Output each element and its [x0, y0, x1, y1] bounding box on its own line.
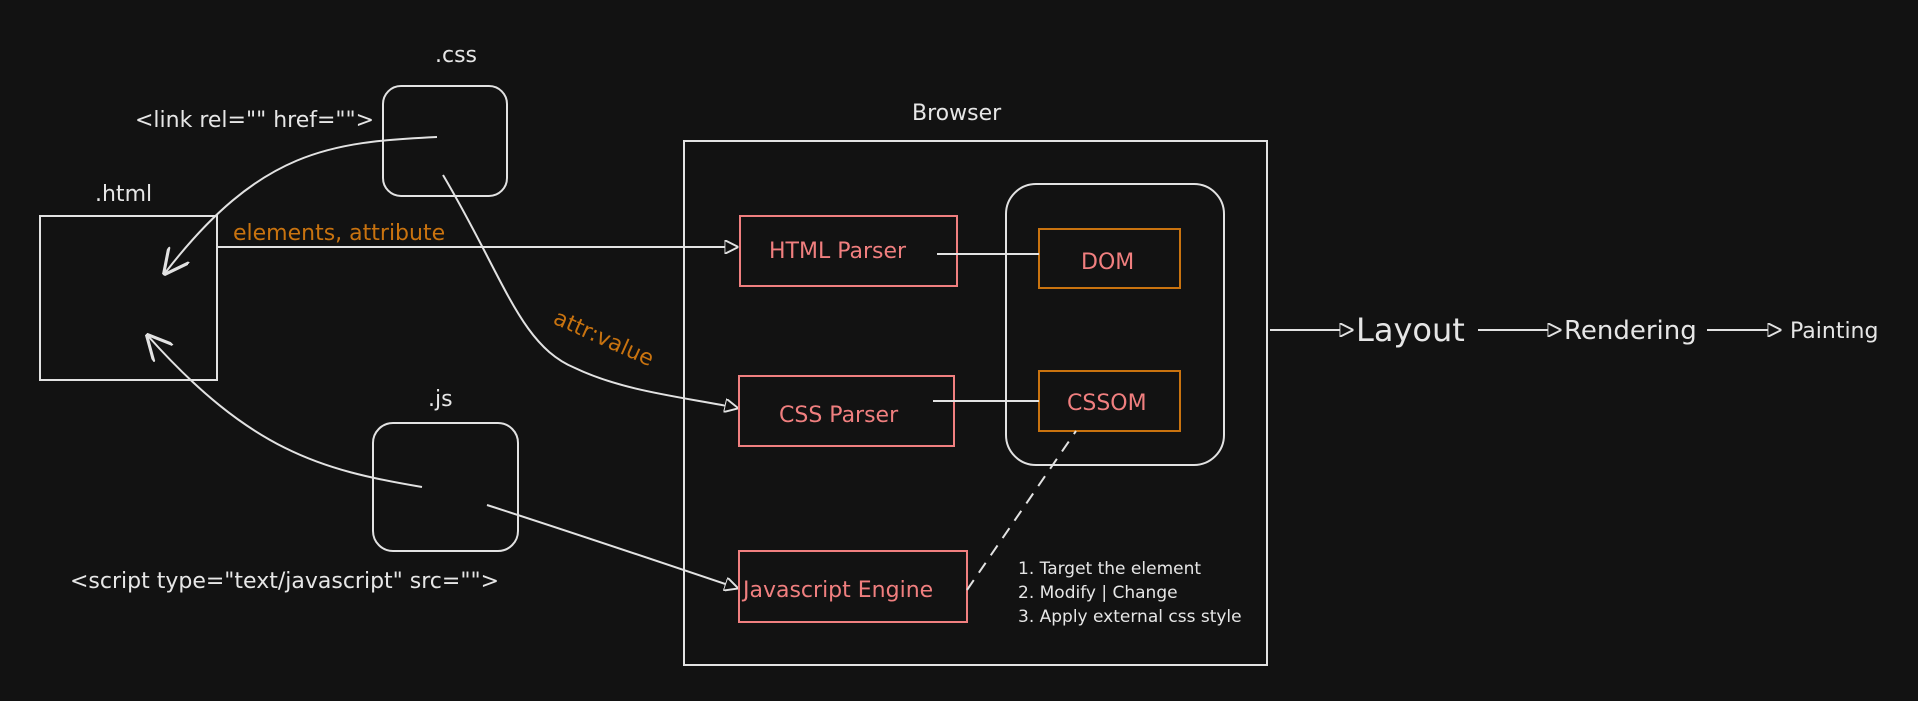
link-tag-label: <link rel="" href=""> — [135, 108, 374, 133]
script-tag-label: <script type="text/javascript" src=""> — [70, 569, 499, 594]
js-step-1: 1. Target the element — [1018, 559, 1201, 579]
dom-label: DOM — [1081, 250, 1134, 275]
css-to-css-parser-arrow — [442, 174, 737, 408]
js-file-label: .js — [428, 387, 453, 412]
layout-label: Layout — [1356, 311, 1465, 349]
html-file-box — [39, 215, 218, 381]
render-pipeline: Layout Rendering Painting — [1270, 311, 1878, 349]
js-step-2: 2. Modify | Change — [1018, 583, 1178, 603]
js-to-js-engine-arrow — [486, 504, 737, 588]
edge-label-elements-attribute: elements, attribute — [233, 221, 445, 246]
css-file-node: .css — [382, 43, 508, 197]
js-file-box — [372, 422, 519, 552]
edge-label-attr-value: attr:value — [550, 306, 658, 372]
html-file-node: .html — [39, 182, 218, 381]
html-file-label: .html — [95, 182, 152, 207]
browser-box — [683, 140, 1268, 666]
js-engine-node: Javascript Engine — [738, 550, 968, 623]
css-parser-label: CSS Parser — [779, 403, 899, 428]
js-engine-cssom-dashed-link — [966, 430, 1077, 591]
object-model-group-box — [1005, 183, 1225, 466]
css-file-label: .css — [435, 43, 477, 68]
dom-node: DOM — [1038, 228, 1181, 289]
js-engine-label: Javascript Engine — [741, 578, 933, 603]
cssom-label: CSSOM — [1067, 391, 1147, 416]
css-to-html-arrow — [165, 136, 438, 273]
js-step-3: 3. Apply external css style — [1018, 607, 1242, 627]
js-engine-steps: 1. Target the element 2. Modify | Change… — [1018, 559, 1242, 627]
html-parser-label: HTML Parser — [769, 239, 907, 264]
js-file-node: .js — [372, 387, 519, 552]
painting-label: Painting — [1790, 319, 1878, 344]
css-parser-node: CSS Parser — [738, 375, 955, 447]
html-parser-node: HTML Parser — [739, 215, 958, 287]
browser-container: Browser HTML Parser CSS Parser Javascrip… — [683, 101, 1268, 666]
rendering-label: Rendering — [1564, 316, 1697, 346]
cssom-node: CSSOM — [1038, 370, 1181, 432]
browser-title: Browser — [912, 101, 1002, 126]
js-to-html-arrow — [148, 336, 423, 488]
